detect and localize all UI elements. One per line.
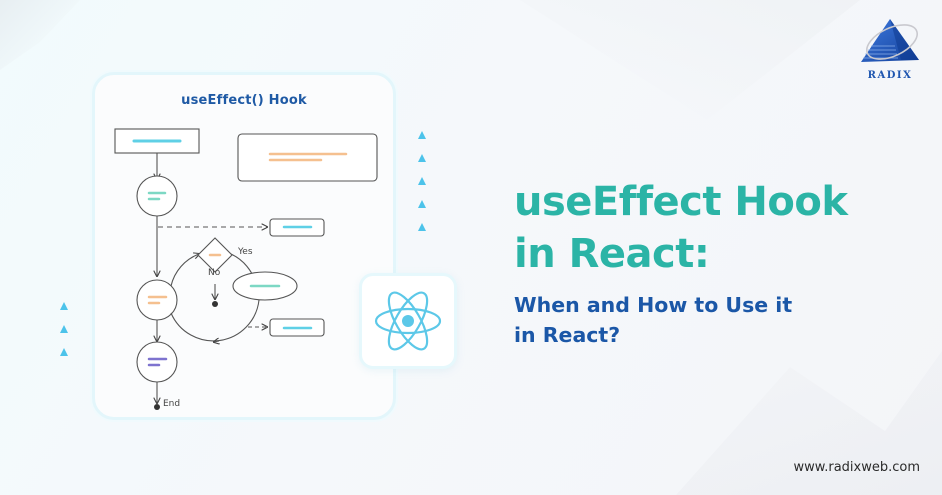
react-icon-tile — [359, 273, 457, 369]
triangle-icon — [418, 131, 426, 139]
triangle-icon — [418, 177, 426, 185]
triangle-icon — [418, 154, 426, 162]
pyramid-logo-icon — [861, 19, 919, 62]
react-atom-icon — [374, 291, 442, 351]
triangle-icon — [60, 302, 68, 310]
website-url: www.radixweb.com — [793, 460, 920, 475]
triangle-icon — [60, 348, 68, 356]
radix-logo: RADIX — [857, 16, 923, 86]
label-end: End — [163, 399, 181, 409]
subheadline-line-1: When and How to Use it — [514, 293, 793, 317]
diagram-card: useEffect() Hook — [92, 72, 396, 420]
background-triangle-top — [520, 0, 860, 120]
background-triangle-topleft — [0, 0, 80, 70]
subheadline: When and How to Use it in React? — [514, 290, 792, 350]
decorative-triangles-left — [60, 302, 68, 356]
triangle-icon — [60, 325, 68, 333]
headline-line-2: in React: — [514, 231, 710, 277]
logo-text: RADIX — [867, 70, 913, 81]
triangle-icon — [418, 223, 426, 231]
decorative-triangles-right — [418, 131, 426, 231]
label-yes: Yes — [238, 247, 253, 257]
label-no: No — [208, 268, 221, 278]
headline: useEffect Hook in React: — [514, 176, 848, 280]
diagram-title: useEffect() Hook — [181, 93, 307, 108]
headline-line-1: useEffect Hook — [514, 179, 848, 225]
flowchart-diagram — [114, 128, 378, 410]
triangle-icon — [418, 200, 426, 208]
subheadline-line-2: in React? — [514, 323, 621, 347]
